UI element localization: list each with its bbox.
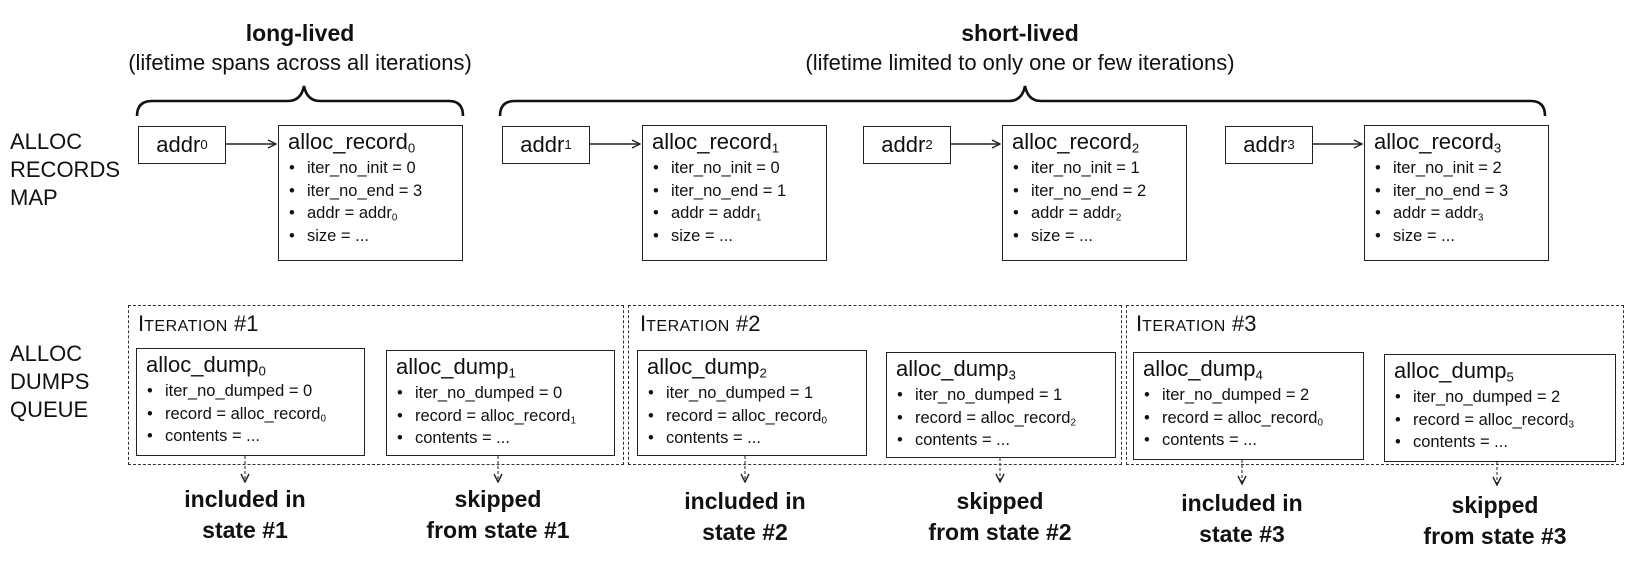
alloc-record-title: alloc_record3 xyxy=(1374,129,1502,156)
field-size: size = ... xyxy=(289,225,462,248)
field-addr: addr = addr3 xyxy=(1375,202,1548,225)
long-lived-title: long-lived xyxy=(245,20,355,46)
field-record: record = alloc_record1 xyxy=(397,405,614,428)
alloc-dump-title: alloc_dump2 xyxy=(647,354,767,381)
field-iter-no-init: iter_no_init = 1 xyxy=(1013,157,1186,180)
field-addr: addr = addr1 xyxy=(653,202,826,225)
records-map-line-3: MAP xyxy=(10,185,58,210)
field-iter-no-end: iter_no_end = 3 xyxy=(1375,180,1548,203)
short-lived-brace xyxy=(498,85,1547,117)
long-lived-brace xyxy=(135,85,465,117)
alloc-dump-box-3: alloc_dump3 iter_no_dumped = 1 record = … xyxy=(886,352,1116,458)
iteration-group-3 xyxy=(1126,305,1624,465)
long-lived-header: long-lived (lifetime spans across all it… xyxy=(100,20,500,76)
dumps-queue-line-3: QUEUE xyxy=(10,397,89,422)
alloc-dumps-queue-label: ALLOC DUMPS QUEUE xyxy=(10,340,89,424)
field-size: size = ... xyxy=(1013,225,1186,248)
alloc-dump-title: alloc_dump0 xyxy=(146,352,266,379)
field-size: size = ... xyxy=(1375,225,1548,248)
field-contents: contents = ... xyxy=(1395,431,1615,454)
iteration-title-3: ITERATION #3 xyxy=(1136,311,1257,336)
field-addr: addr = addr0 xyxy=(289,202,462,225)
alloc-record-box-1: alloc_record1 iter_no_init = 0 iter_no_e… xyxy=(642,125,827,261)
alloc-record-title: alloc_record0 xyxy=(288,129,416,156)
records-map-line-2: RECORDS xyxy=(10,157,121,182)
alloc-dump-box-5: alloc_dump5 iter_no_dumped = 2 record = … xyxy=(1384,354,1616,462)
alloc-records-map-label: ALLOC RECORDS MAP xyxy=(10,128,120,212)
field-addr: addr = addr2 xyxy=(1013,202,1186,225)
alloc-dump-title: alloc_dump1 xyxy=(396,354,516,381)
field-record: record = alloc_record2 xyxy=(897,407,1115,430)
field-record: record = alloc_record0 xyxy=(648,405,866,428)
dumps-queue-line-2: DUMPS xyxy=(10,369,90,394)
alloc-dump-box-4: alloc_dump4 iter_no_dumped = 2 record = … xyxy=(1133,352,1364,460)
field-iter-no-dumped: iter_no_dumped = 0 xyxy=(397,382,614,405)
field-iter-no-dumped: iter_no_dumped = 2 xyxy=(1395,386,1615,409)
field-iter-no-end: iter_no_end = 2 xyxy=(1013,180,1186,203)
iteration-group-1 xyxy=(128,305,624,465)
field-contents: contents = ... xyxy=(648,427,866,450)
alloc-dump-box-2: alloc_dump2 iter_no_dumped = 1 record = … xyxy=(637,350,867,456)
field-record: record = alloc_record0 xyxy=(147,403,364,426)
field-record: record = alloc_record3 xyxy=(1395,409,1615,432)
alloc-dump-title: alloc_dump3 xyxy=(896,356,1016,383)
dumps-queue-line-1: ALLOC xyxy=(10,341,83,366)
field-iter-no-end: iter_no_end = 1 xyxy=(653,180,826,203)
field-iter-no-init: iter_no_init = 0 xyxy=(653,157,826,180)
iteration-title-1: ITERATION #1 xyxy=(138,311,259,336)
field-contents: contents = ... xyxy=(397,427,614,450)
field-iter-no-dumped: iter_no_dumped = 2 xyxy=(1144,384,1363,407)
field-iter-no-init: iter_no_init = 0 xyxy=(289,157,462,180)
field-iter-no-dumped: iter_no_dumped = 1 xyxy=(897,384,1115,407)
field-contents: contents = ... xyxy=(147,425,364,448)
field-size: size = ... xyxy=(653,225,826,248)
iteration-group-2 xyxy=(628,305,1122,465)
alloc-record-box-0: alloc_record0 iter_no_init = 0 iter_no_e… xyxy=(278,125,463,261)
field-iter-no-end: iter_no_end = 3 xyxy=(289,180,462,203)
field-contents: contents = ... xyxy=(1144,429,1363,452)
short-lived-title: short-lived xyxy=(961,20,1079,46)
alloc-record-title: alloc_record1 xyxy=(652,129,780,156)
field-iter-no-dumped: iter_no_dumped = 0 xyxy=(147,380,364,403)
field-contents: contents = ... xyxy=(897,429,1115,452)
short-lived-subtitle: (lifetime limited to only one or few ite… xyxy=(805,50,1235,75)
records-map-line-1: ALLOC xyxy=(10,129,83,154)
alloc-dump-title: alloc_dump4 xyxy=(1143,356,1263,383)
field-iter-no-init: iter_no_init = 2 xyxy=(1375,157,1548,180)
field-iter-no-dumped: iter_no_dumped = 1 xyxy=(648,382,866,405)
field-record: record = alloc_record0 xyxy=(1144,407,1363,430)
alloc-dump-box-1: alloc_dump1 iter_no_dumped = 0 record = … xyxy=(386,350,615,456)
alloc-record-box-3: alloc_record3 iter_no_init = 2 iter_no_e… xyxy=(1364,125,1549,261)
long-lived-subtitle: (lifetime spans across all iterations) xyxy=(128,50,472,75)
alloc-record-box-2: alloc_record2 iter_no_init = 1 iter_no_e… xyxy=(1002,125,1187,261)
short-lived-header: short-lived (lifetime limited to only on… xyxy=(760,20,1280,76)
alloc-dump-box-0: alloc_dump0 iter_no_dumped = 0 record = … xyxy=(136,348,365,456)
alloc-dump-title: alloc_dump5 xyxy=(1394,358,1514,385)
alloc-record-title: alloc_record2 xyxy=(1012,129,1140,156)
iteration-title-2: ITERATION #2 xyxy=(640,311,761,336)
